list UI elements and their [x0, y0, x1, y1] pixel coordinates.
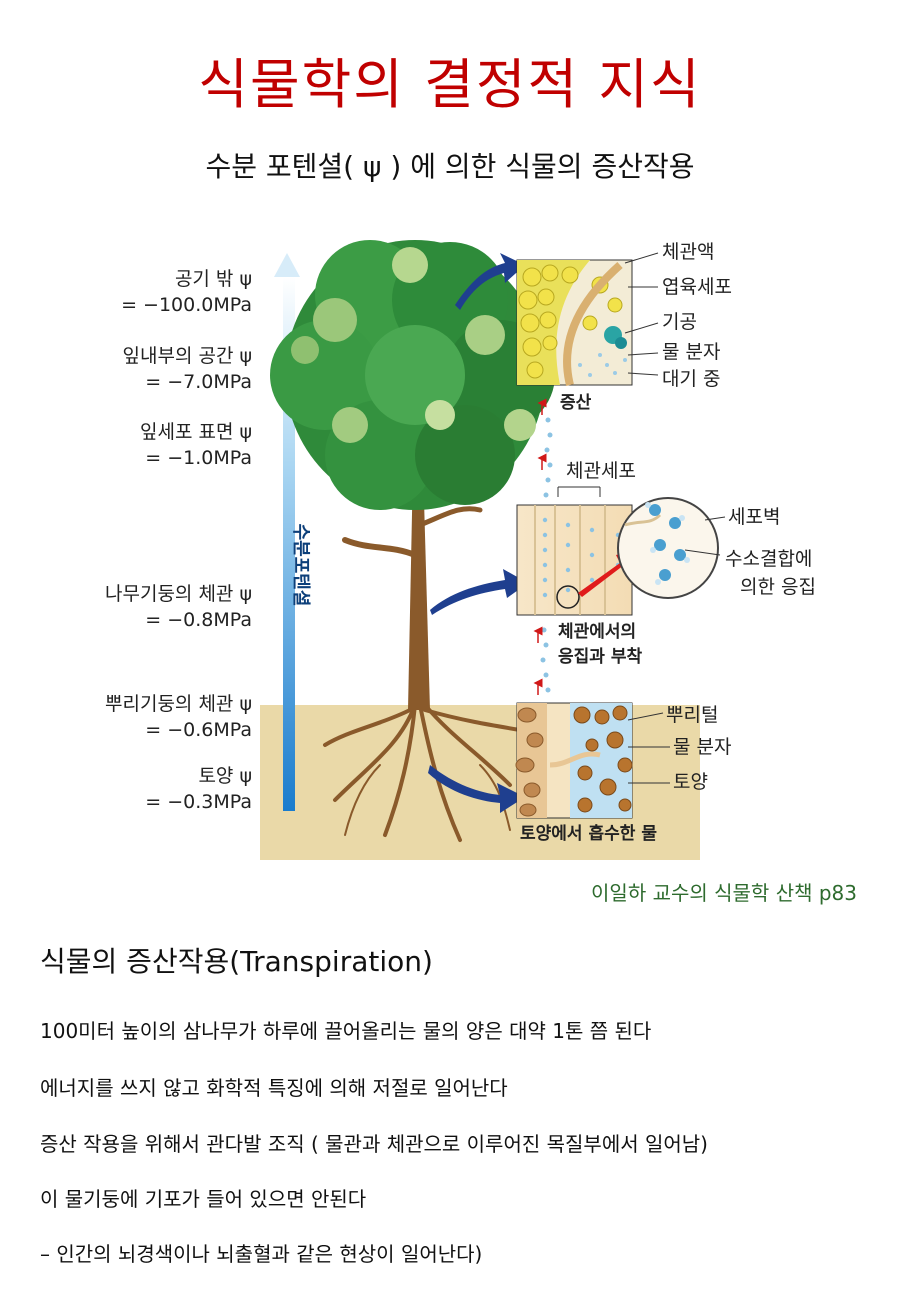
stem-panel: 체관세포 체관에서의 응집과 부착 세포벽 수소결합에 의한 응집: [516, 460, 816, 667]
label-atmosphere: 대기 중: [662, 368, 720, 390]
label-root-hair: 뿌리털: [666, 704, 718, 726]
water-column: [540, 417, 553, 693]
leaf-panel: 증산 체관액 엽육세포 기공 물 분자 대기 중: [516, 241, 732, 413]
potential-root-name: 뿌리기둥의 체관 ψ: [105, 693, 252, 715]
source-citation: 이일하 교수의 식물학 산책 p83: [591, 881, 857, 905]
section-title: 식물의 증산작용(Transpiration): [40, 945, 433, 978]
potential-leaf-cell-name: 잎세포 표면 ψ: [140, 421, 252, 443]
label-vessel-cell: 체관세포: [566, 460, 636, 482]
body-line-3: 증산 작용을 위해서 관다발 조직 ( 물관과 체관으로 이루어진 목질부에서 …: [40, 1132, 708, 1156]
stem-panel-caption-2: 응집과 부착: [558, 647, 642, 667]
label-hydrogen-bond: 수소결합에: [725, 548, 812, 570]
potential-trunk-name: 나무기둥의 체관 ψ: [105, 583, 252, 605]
body-line-4: 이 물기둥에 기포가 들어 있으면 안된다: [40, 1187, 367, 1211]
label-cohesion: 의한 응집: [740, 576, 816, 598]
page-subtitle: 수분 포텐셜( ψ ) 에 의한 식물의 증산작용: [205, 150, 695, 183]
tree-illustration: [270, 240, 555, 842]
label-water-molecule-top: 물 분자: [662, 341, 720, 363]
leaf-pointer-arrow: [455, 253, 525, 310]
potential-soil-value: = −0.3MPa: [145, 791, 252, 813]
label-soil: 토양: [673, 771, 708, 793]
label-cell-wall: 세포벽: [728, 506, 780, 528]
potential-soil-name: 토양 ψ: [198, 765, 252, 787]
potential-leaf-cell-value: = −1.0MPa: [145, 447, 252, 469]
label-phloem-sap: 체관액: [662, 241, 714, 263]
potential-air-value: = −100.0MPa: [121, 294, 252, 316]
potential-root-value: = −0.6MPa: [145, 719, 252, 741]
stem-pointer-arrow: [430, 569, 528, 615]
root-panel-caption: 토양에서 흡수한 물: [520, 823, 657, 844]
label-stomata: 기공: [662, 311, 697, 333]
body-line-5: – 인간의 뇌경색이나 뇌출혈과 같은 현상이 일어난다): [40, 1242, 483, 1266]
page-title: 식물학의 결정적 지식: [198, 53, 702, 116]
body-line-2: 에너지를 쓰지 않고 화학적 특징에 의해 저절로 일어난다: [40, 1076, 508, 1100]
potential-trunk-value: = −0.8MPa: [145, 609, 252, 631]
axis-label: 수분포텐셜: [290, 524, 311, 607]
potential-air-name: 공기 밖 ψ: [175, 268, 252, 290]
leaf-panel-caption: 증산: [560, 393, 592, 413]
label-water-molecule-root: 물 분자: [673, 736, 731, 758]
body-line-1: 100미터 높이의 삼나무가 하루에 끌어올리는 물의 양은 대약 1톤 쯤 된…: [40, 1019, 652, 1043]
transpiration-figure: 수분포텐셜 공기 밖 ψ = −100.0MPa 잎내부의 공간 ψ = −7.…: [80, 225, 880, 860]
stem-panel-caption-1: 체관에서의: [558, 622, 636, 642]
root-pointer-arrow: [428, 765, 525, 813]
potential-leaf-space-value: = −7.0MPa: [145, 371, 252, 393]
potential-leaf-space-name: 잎내부의 공간 ψ: [123, 345, 253, 367]
label-mesophyll: 엽육세포: [662, 276, 732, 298]
root-panel: 토양에서 흡수한 물 뿌리털 물 분자 토양: [515, 702, 731, 844]
